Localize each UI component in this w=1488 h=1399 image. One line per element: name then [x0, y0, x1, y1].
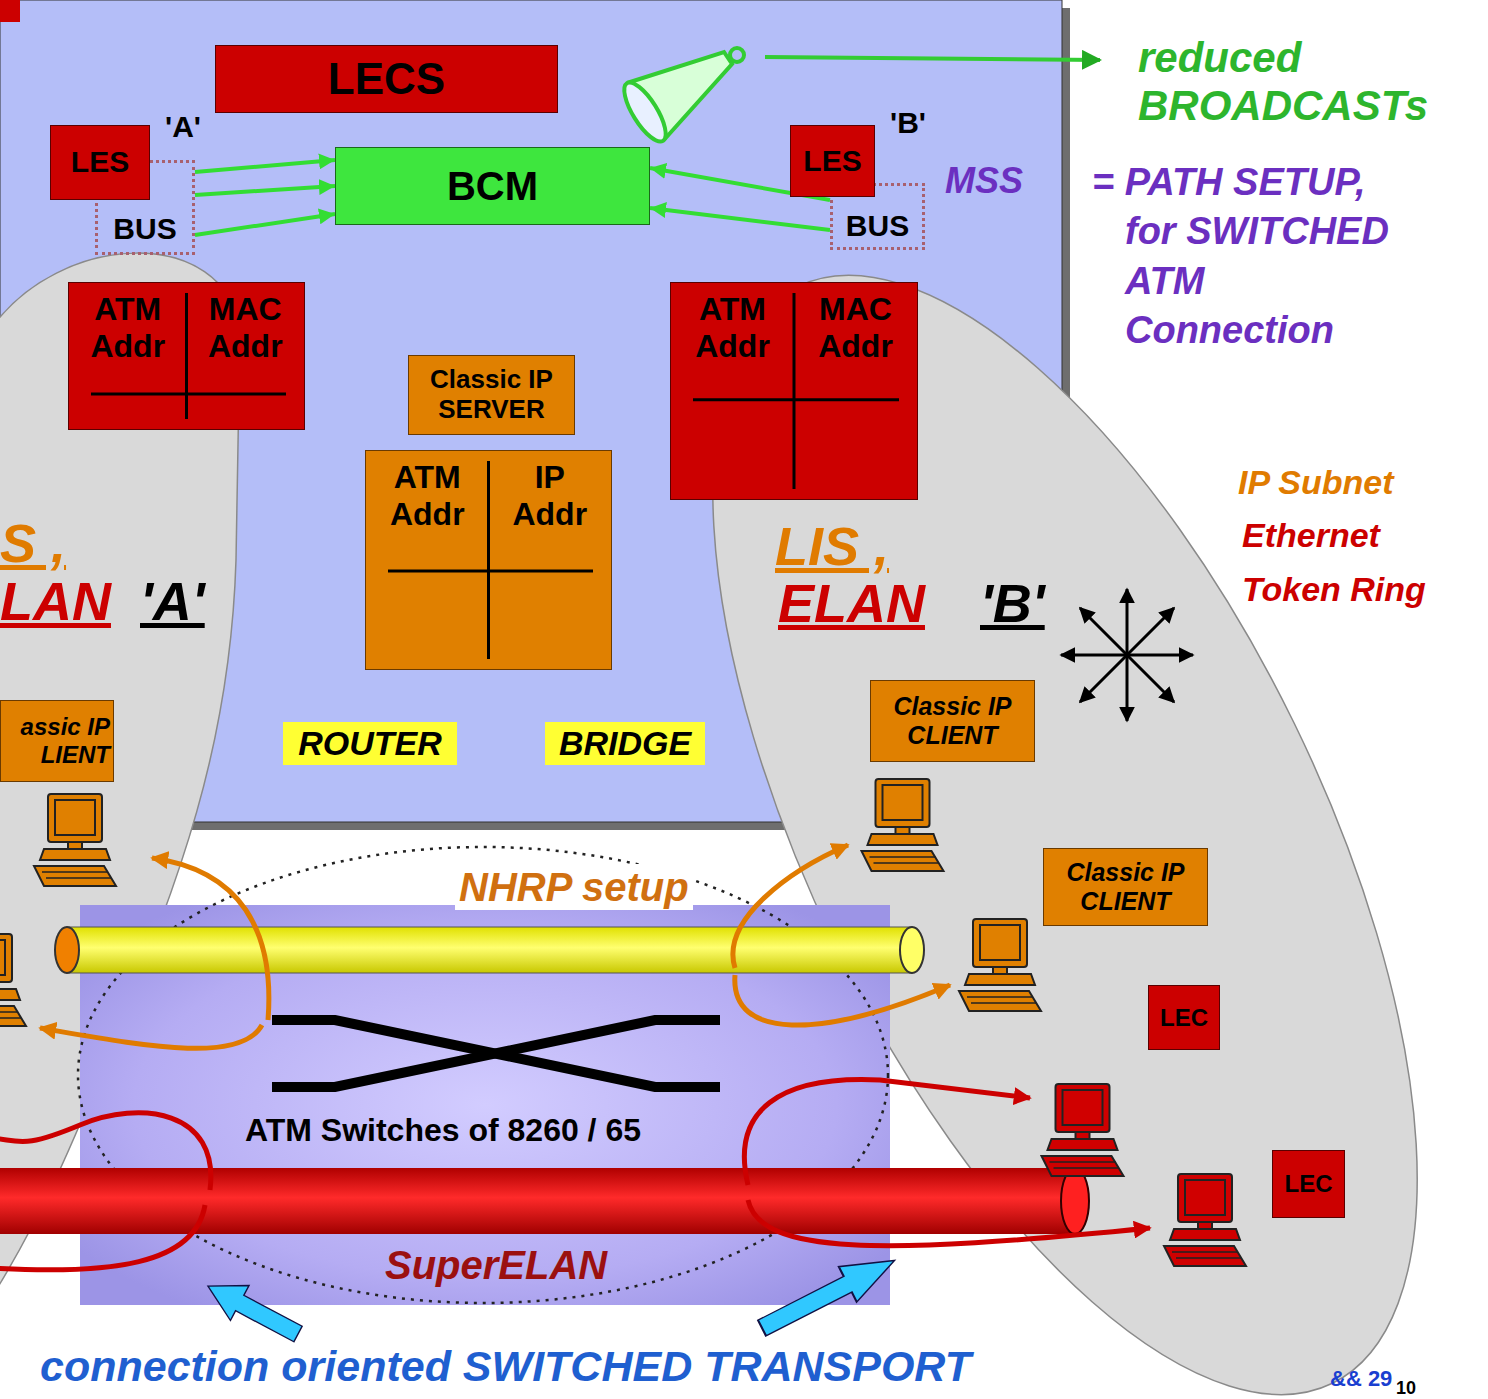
box-label: LECS [328, 54, 445, 105]
subnet-label: 'A' [140, 570, 205, 632]
transport-arrow [199, 1269, 308, 1352]
address-table: ATM AddrMAC Addr [670, 282, 918, 500]
page-number: && 29 [1330, 1366, 1392, 1391]
network-type: Ethernet [1242, 516, 1380, 555]
flow-arrow [195, 186, 335, 195]
address-table: ATM AddrIP Addr [365, 450, 612, 670]
function-tag: ROUTER [283, 722, 457, 765]
text-slot: S , [0, 512, 66, 574]
switch-cross [272, 1020, 720, 1087]
box-label: BUS [846, 209, 909, 244]
box-label: LEC [1160, 1004, 1208, 1032]
text-slot: 'B' [980, 572, 1045, 634]
footer-caption: connection oriented SWITCHED TRANSPORT [40, 1342, 971, 1391]
tube-label: SuperELAN [385, 1242, 607, 1288]
tube-end [900, 927, 924, 973]
text-slot: MSS [945, 160, 1023, 201]
box-label: BRIDGE [559, 724, 691, 763]
box-label: LEC [1285, 1170, 1333, 1198]
client-label: Classic IP CLIENT [870, 680, 1035, 762]
corner-mark [0, 0, 20, 22]
box-label: Classic IP CLIENT [871, 692, 1034, 750]
tube-end [55, 927, 79, 973]
server-label: Classic IP SERVER [408, 355, 575, 435]
network-type: Token Ring [1242, 570, 1426, 609]
switch-cross [272, 1020, 720, 1087]
lane-paths [0, 1080, 1150, 1270]
tube-end [1061, 1168, 1089, 1234]
box-label: ATM Addr [366, 459, 489, 533]
box-label: assic IP LIENT [1, 713, 110, 768]
subnet-label: LAN [0, 570, 111, 632]
subnet-label: LIS , [775, 515, 889, 577]
panel-label: MSS [945, 160, 1023, 201]
computer-icon [34, 794, 116, 886]
box-label: ATM Addr [671, 291, 794, 365]
computer-icon [862, 779, 944, 871]
flow-arrow [195, 160, 335, 172]
network-type: IP Subnet [1238, 463, 1394, 502]
nhrp-tube [67, 927, 912, 973]
computer-icon [959, 919, 1041, 1011]
superelan-tube [0, 1168, 1075, 1234]
callout-note: = PATH SETUP, for SWITCHED ATM Connectio… [1092, 158, 1417, 356]
server-box: LECS [215, 45, 558, 113]
page-number: 10 [1396, 1378, 1416, 1399]
client-label: assic IP LIENT [0, 700, 114, 782]
box-label: IP Addr [489, 459, 612, 533]
server-tag: 'B' [890, 106, 926, 141]
subnet-label: S , [0, 512, 66, 574]
box-label: BCM [447, 163, 538, 209]
lec-box: LEC [1272, 1150, 1345, 1218]
transport-arrow [753, 1243, 904, 1346]
box-label: MAC Addr [187, 291, 305, 365]
region-label: ATM Switches of 8260 / 65 [245, 1112, 641, 1149]
lec-box: LEC [1148, 985, 1220, 1050]
address-table: ATM AddrMAC Addr [68, 282, 305, 430]
text-slot: LIS , [775, 515, 889, 577]
server-box: LES [790, 125, 875, 197]
broadcast-star [1061, 589, 1193, 721]
text-slot: 'A' [140, 570, 205, 632]
box-label: ATM Addr [69, 291, 187, 365]
text-slot: LAN [0, 570, 111, 632]
box-label: MAC Addr [794, 291, 917, 365]
switch-boundary [78, 847, 888, 1303]
server-tag: 'A' [165, 110, 201, 145]
nhrp-paths [40, 845, 950, 1048]
computer-icon [1164, 1174, 1246, 1266]
subnet-label: ELAN [778, 572, 925, 634]
box-label: ROUTER [298, 724, 442, 763]
text-slot: ATM Switches of 8260 / 65 [245, 1112, 641, 1149]
subnet-label: 'B' [980, 572, 1045, 634]
computer-icon [0, 934, 26, 1026]
flow-arrow [195, 214, 335, 235]
client-label: Classic IP CLIENT [1043, 848, 1208, 926]
box-label: LES [803, 144, 861, 179]
box-label: BUS [113, 212, 176, 247]
function-tag: BRIDGE [545, 722, 705, 765]
tube-label: NHRP setup [455, 864, 693, 910]
computer-icon [1042, 1084, 1124, 1176]
bcm-box: BCM [335, 147, 650, 225]
box-label: Classic IP CLIENT [1044, 858, 1207, 916]
text-slot: ELAN [778, 572, 925, 634]
callout-note: reduced BROADCASTs [1138, 34, 1483, 131]
box-label: LES [71, 145, 129, 180]
flow-arrow [650, 208, 830, 230]
box-label: Classic IP SERVER [409, 365, 574, 425]
server-box: LES [50, 125, 150, 200]
